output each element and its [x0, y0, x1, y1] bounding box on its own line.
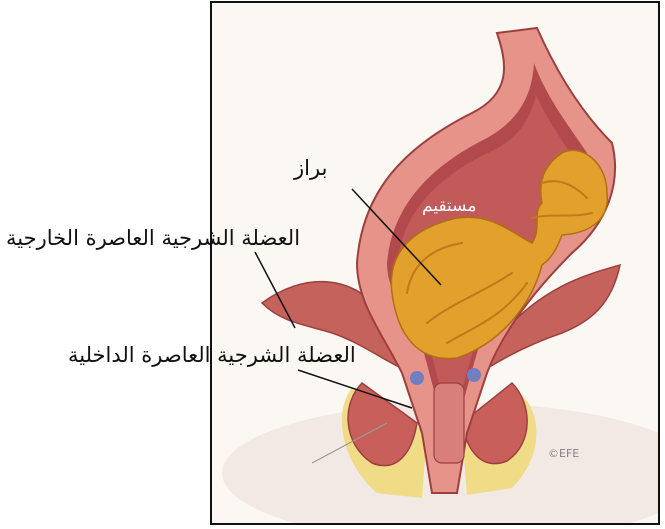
copyright-mark: ©EFE — [548, 447, 579, 460]
stool-label: براز — [294, 158, 327, 179]
internal-sphincter-label: العضلة الشرجية العاصرة الداخلية — [68, 345, 356, 366]
internal-sphincter-leader-line — [298, 370, 412, 408]
external-sphincter-label: العضلة الشرجية العاصرة الخارجية — [6, 228, 300, 249]
external-sphincter-leader-line — [255, 252, 295, 328]
rectum-label: مستقيم — [422, 198, 476, 215]
